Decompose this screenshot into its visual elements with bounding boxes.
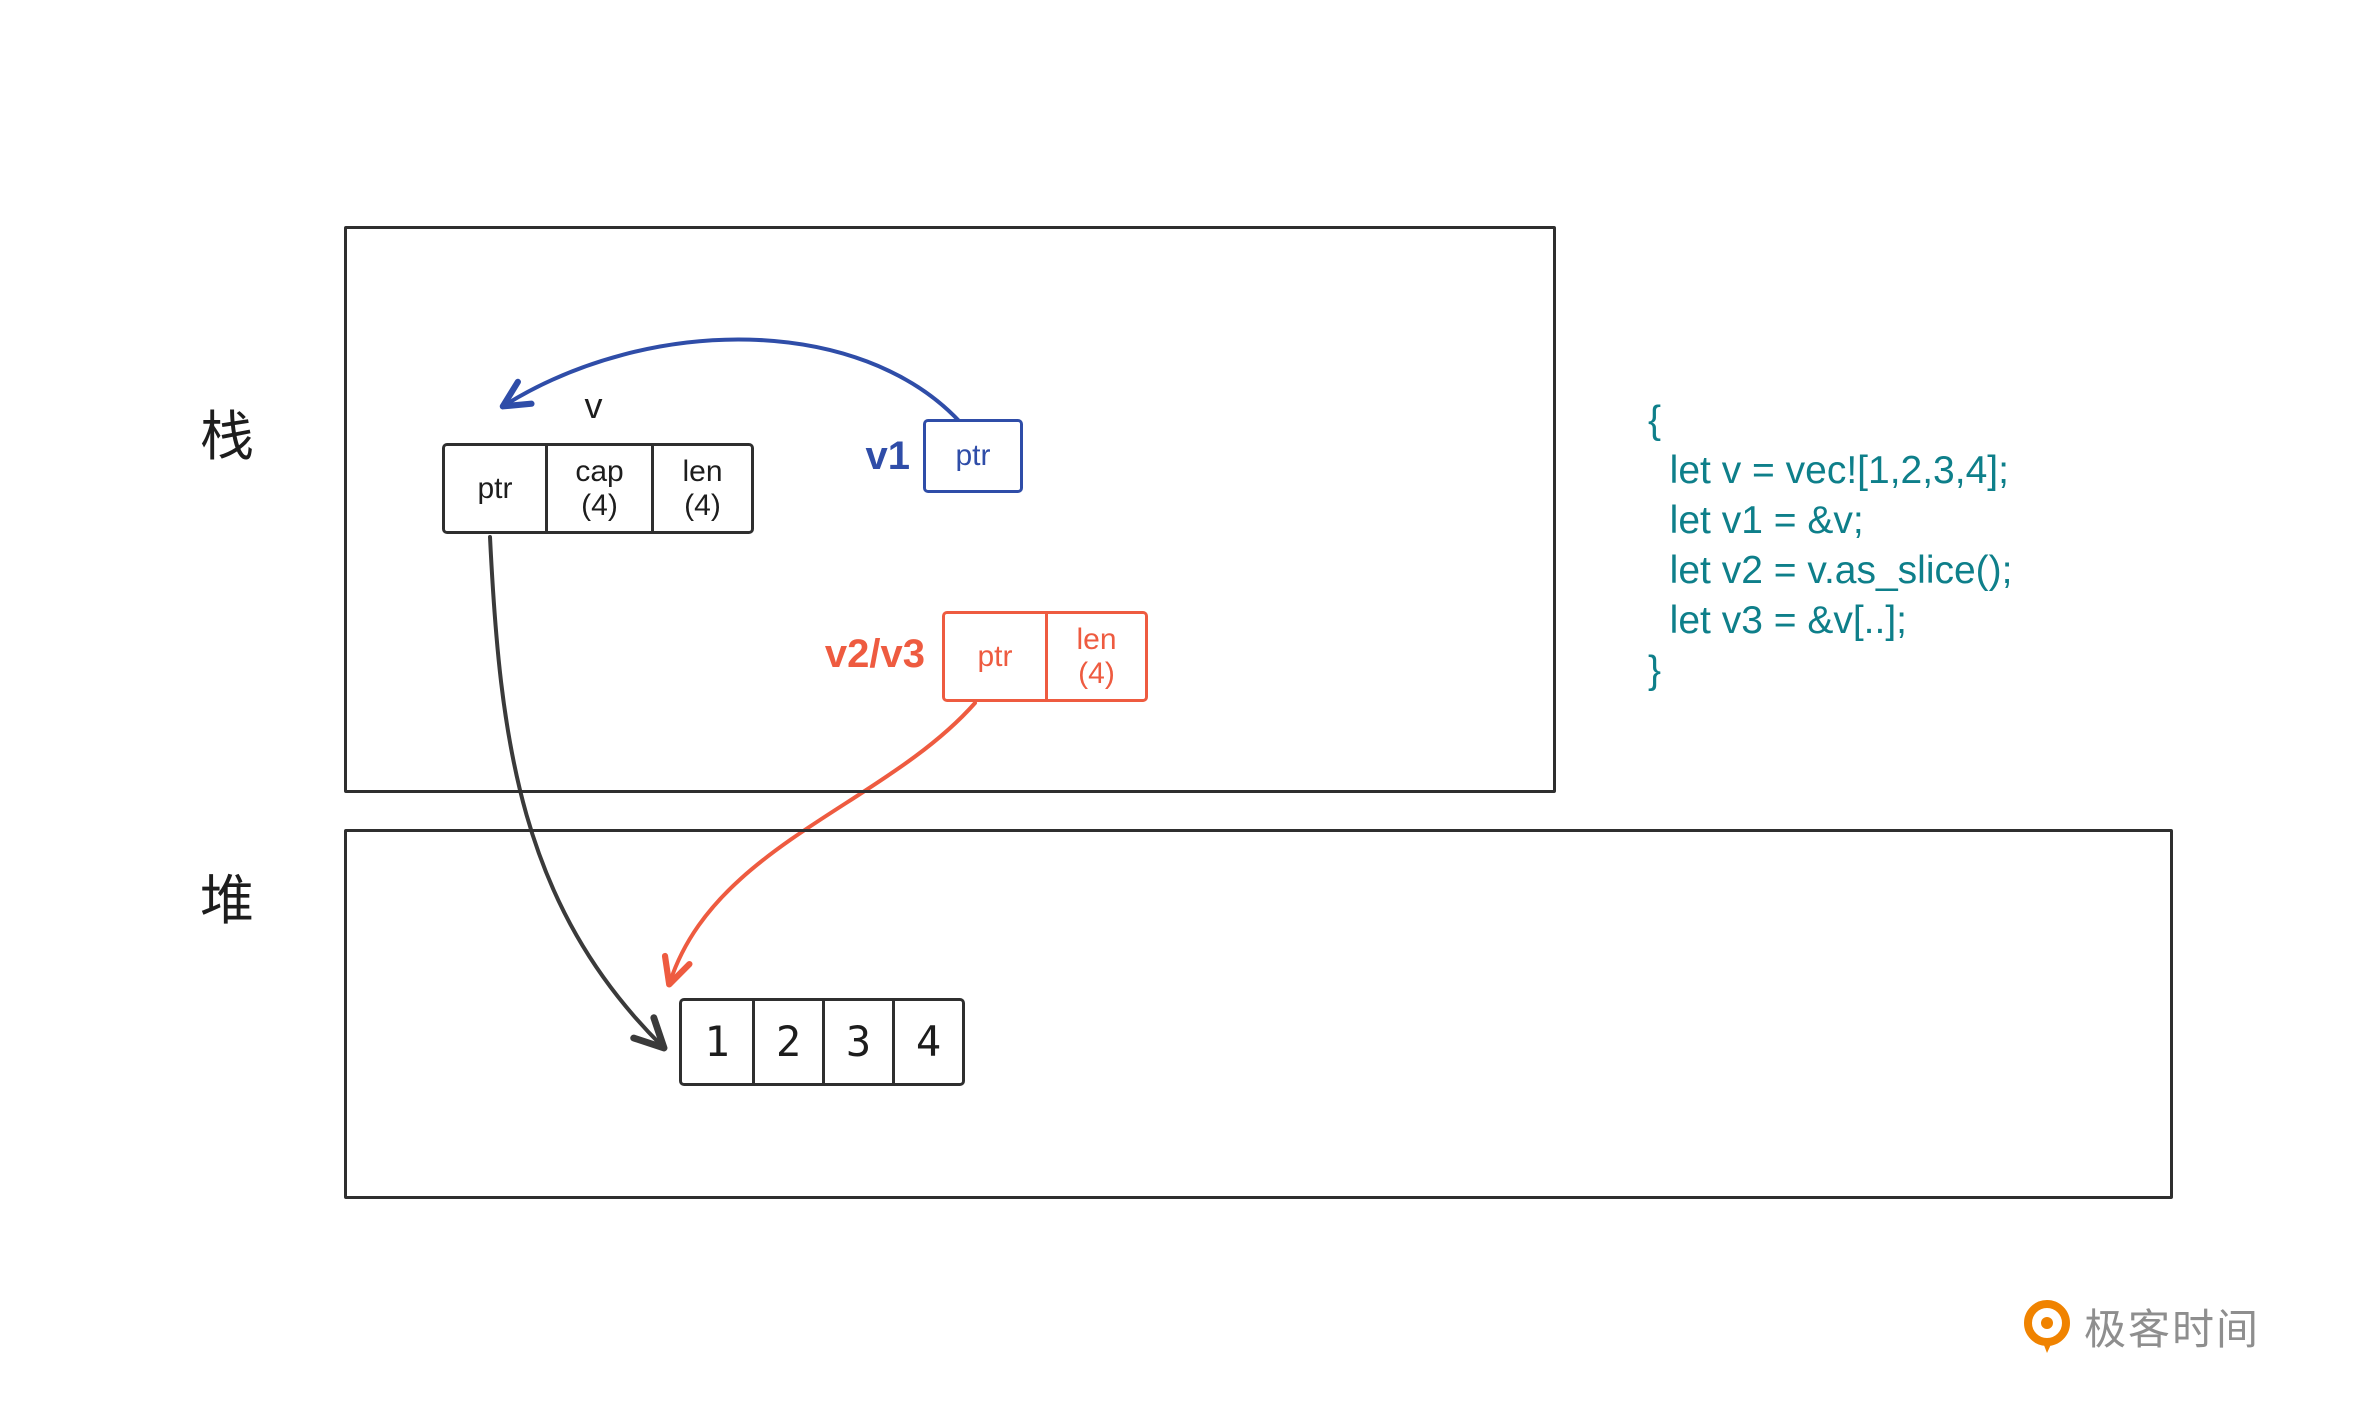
code-line: let v3 = &v[..]; (1648, 599, 1908, 642)
geektime-logo-text: 极客时间 (2084, 1306, 2261, 1353)
heap-array: 1 2 3 4 (679, 998, 965, 1086)
heap-array-cell: 2 (752, 1001, 822, 1083)
stack-label: 栈 (200, 407, 254, 467)
heap-box (344, 829, 2173, 1199)
cell-text: len (1076, 622, 1117, 656)
v2v3-len-cell: len (4) (1045, 614, 1145, 699)
cell-text: ptr (977, 639, 1013, 673)
geektime-logo-icon (2024, 1299, 2070, 1353)
code-line: let v2 = v.as_slice(); (1648, 549, 2013, 592)
cell-text: 3 (845, 1017, 872, 1067)
cell-text: len (682, 454, 723, 488)
stack-box (344, 226, 1556, 793)
v-cap-cell: cap (4) (545, 446, 651, 531)
heap-label: 堆 (200, 871, 254, 931)
code-line: let v1 = &v; (1648, 499, 1864, 542)
cell-text: 1 (704, 1017, 730, 1067)
cell-text: 2 (775, 1017, 802, 1067)
v-struct: ptr cap (4) len (4) (442, 443, 754, 534)
code-line: let v = vec![1,2,3,4]; (1648, 449, 2009, 492)
code-line: { (1648, 399, 1662, 442)
code-line: } (1648, 649, 1662, 692)
cell-text: 4 (915, 1017, 942, 1067)
cell-subtext: (4) (581, 488, 618, 522)
v2v3-ptr-cell: ptr (945, 614, 1045, 699)
cell-subtext: (4) (1078, 656, 1115, 690)
v-variable-label: v (584, 385, 603, 426)
v2v3-struct: ptr len (4) (942, 611, 1148, 702)
v2v3-variable-label: v2/v3 (824, 632, 925, 676)
cell-subtext: (4) (684, 488, 721, 522)
branding: 极客时间 (2022, 1296, 2260, 1357)
code-snippet: { let v = vec![1,2,3,4]; let v1 = &v; le… (1648, 396, 2012, 696)
cell-text: ptr (955, 439, 991, 473)
heap-array-cell: 3 (822, 1001, 892, 1083)
v1-ptr-cell: ptr (926, 422, 1020, 490)
heap-array-cell: 4 (892, 1001, 962, 1083)
v1-variable-label: v1 (865, 434, 911, 478)
v-len-cell: len (4) (651, 446, 751, 531)
cell-text: cap (575, 454, 624, 488)
cell-text: ptr (477, 471, 513, 505)
v1-struct: ptr (923, 419, 1023, 493)
v-ptr-cell: ptr (445, 446, 545, 531)
heap-array-cell: 1 (682, 1001, 752, 1083)
